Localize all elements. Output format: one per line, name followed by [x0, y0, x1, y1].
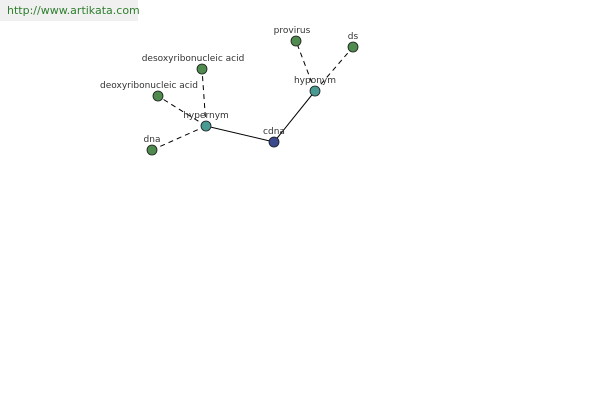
edges-layer	[151, 40, 354, 151]
node-label-hyponym[interactable]: hyponym	[294, 76, 336, 86]
node-marker-hypernym[interactable]	[200, 120, 212, 132]
node-desoxyribonucleic-acid[interactable]: desoxyribonucleic acid	[142, 54, 245, 75]
node-cdna[interactable]: cdna	[263, 127, 285, 148]
nodes-layer: cdna hypernym hyponym desoxyribonucleic aci…	[100, 26, 359, 156]
node-label-cdna[interactable]: cdna	[263, 127, 285, 137]
node-label-hypernym[interactable]: hypernym	[183, 111, 229, 121]
node-marker-deoxyribonucleic-acid[interactable]	[152, 90, 164, 102]
node-marker-provirus[interactable]	[290, 35, 302, 47]
node-label-dna[interactable]: dna	[144, 135, 161, 145]
edge-cdna-to-hypernym	[205, 125, 275, 143]
edge-hyponym-to-ds	[314, 46, 354, 92]
node-deoxyribonucleic-acid[interactable]: deoxyribonucleic acid	[100, 81, 198, 102]
node-label-ds[interactable]: ds	[348, 32, 359, 42]
node-ds[interactable]: ds	[347, 32, 359, 53]
node-marker-cdna[interactable]	[268, 136, 280, 148]
edge-cdna-to-hyponym	[273, 90, 316, 143]
node-marker-ds[interactable]	[347, 41, 359, 53]
node-label-deoxyribonucleic-acid[interactable]: deoxyribonucleic acid	[100, 81, 198, 91]
node-label-desoxyribonucleic-acid[interactable]: desoxyribonucleic acid	[142, 54, 245, 64]
node-marker-desoxyribonucleic-acid[interactable]	[196, 63, 208, 75]
node-hyponym[interactable]: hyponym	[294, 76, 336, 97]
edge-hypernym-to-dna	[151, 125, 207, 151]
node-provirus[interactable]: provirus	[274, 26, 311, 47]
node-dna[interactable]: dna	[144, 135, 161, 156]
node-marker-hyponym[interactable]	[309, 85, 321, 97]
edge-hypernym-to-desoxyribonucleic-acid	[201, 68, 207, 127]
node-label-provirus[interactable]: provirus	[274, 26, 311, 36]
edge-hypernym-to-deoxyribonucleic-acid	[157, 95, 207, 127]
node-hypernym[interactable]: hypernym	[183, 111, 229, 132]
source-url-banner[interactable]: http://www.artikata.com	[0, 0, 140, 21]
node-marker-dna[interactable]	[146, 144, 158, 156]
